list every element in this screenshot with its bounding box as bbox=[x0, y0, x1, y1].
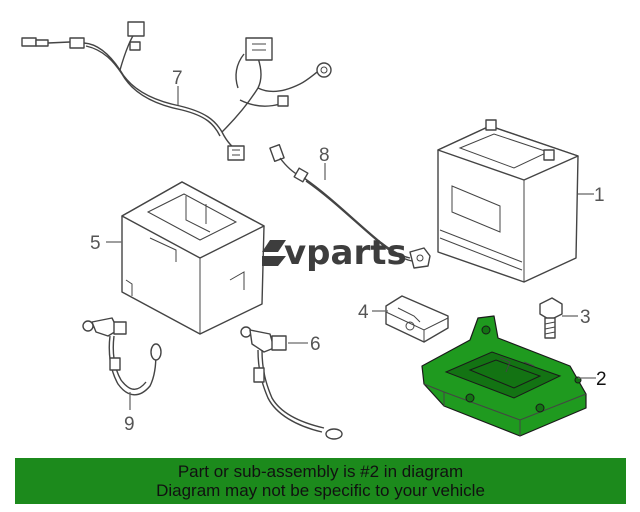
callout-8: 8 bbox=[319, 145, 330, 166]
negative-cable-part-9[interactable] bbox=[82, 317, 162, 396]
hold-down-bracket-part-4[interactable] bbox=[385, 295, 449, 343]
battery-part-1[interactable] bbox=[437, 119, 579, 283]
parts-diagram: 7 8 1 5 bbox=[21, 21, 607, 440]
callout-1: 1 bbox=[594, 185, 605, 206]
banner-line-1: Part or sub-assembly is #2 in diagram bbox=[177, 462, 464, 481]
battery-tray-part-2[interactable] bbox=[421, 315, 587, 437]
callout-4: 4 bbox=[358, 302, 369, 323]
banner-line-2: Diagram may not be specific to your vehi… bbox=[156, 481, 485, 500]
wiring-harness-part-7[interactable] bbox=[21, 21, 332, 161]
callout-3: 3 bbox=[580, 307, 591, 328]
callout-6: 6 bbox=[310, 334, 321, 355]
battery-box-part-5[interactable] bbox=[121, 181, 265, 335]
watermark-text: vparts bbox=[284, 233, 407, 273]
info-banner: Part or sub-assembly is #2 in diagram Di… bbox=[15, 458, 626, 504]
vparts-logo-icon bbox=[262, 240, 286, 266]
callout-9: 9 bbox=[124, 414, 135, 435]
bolt-part-3[interactable] bbox=[539, 297, 563, 339]
callout-7: 7 bbox=[172, 68, 183, 89]
battery-cable-part-8[interactable] bbox=[269, 144, 431, 269]
callout-2: 2 bbox=[596, 369, 607, 390]
callout-5: 5 bbox=[90, 233, 101, 254]
vparts-watermark: vparts bbox=[262, 233, 407, 273]
positive-cable-part-6[interactable] bbox=[240, 326, 343, 440]
